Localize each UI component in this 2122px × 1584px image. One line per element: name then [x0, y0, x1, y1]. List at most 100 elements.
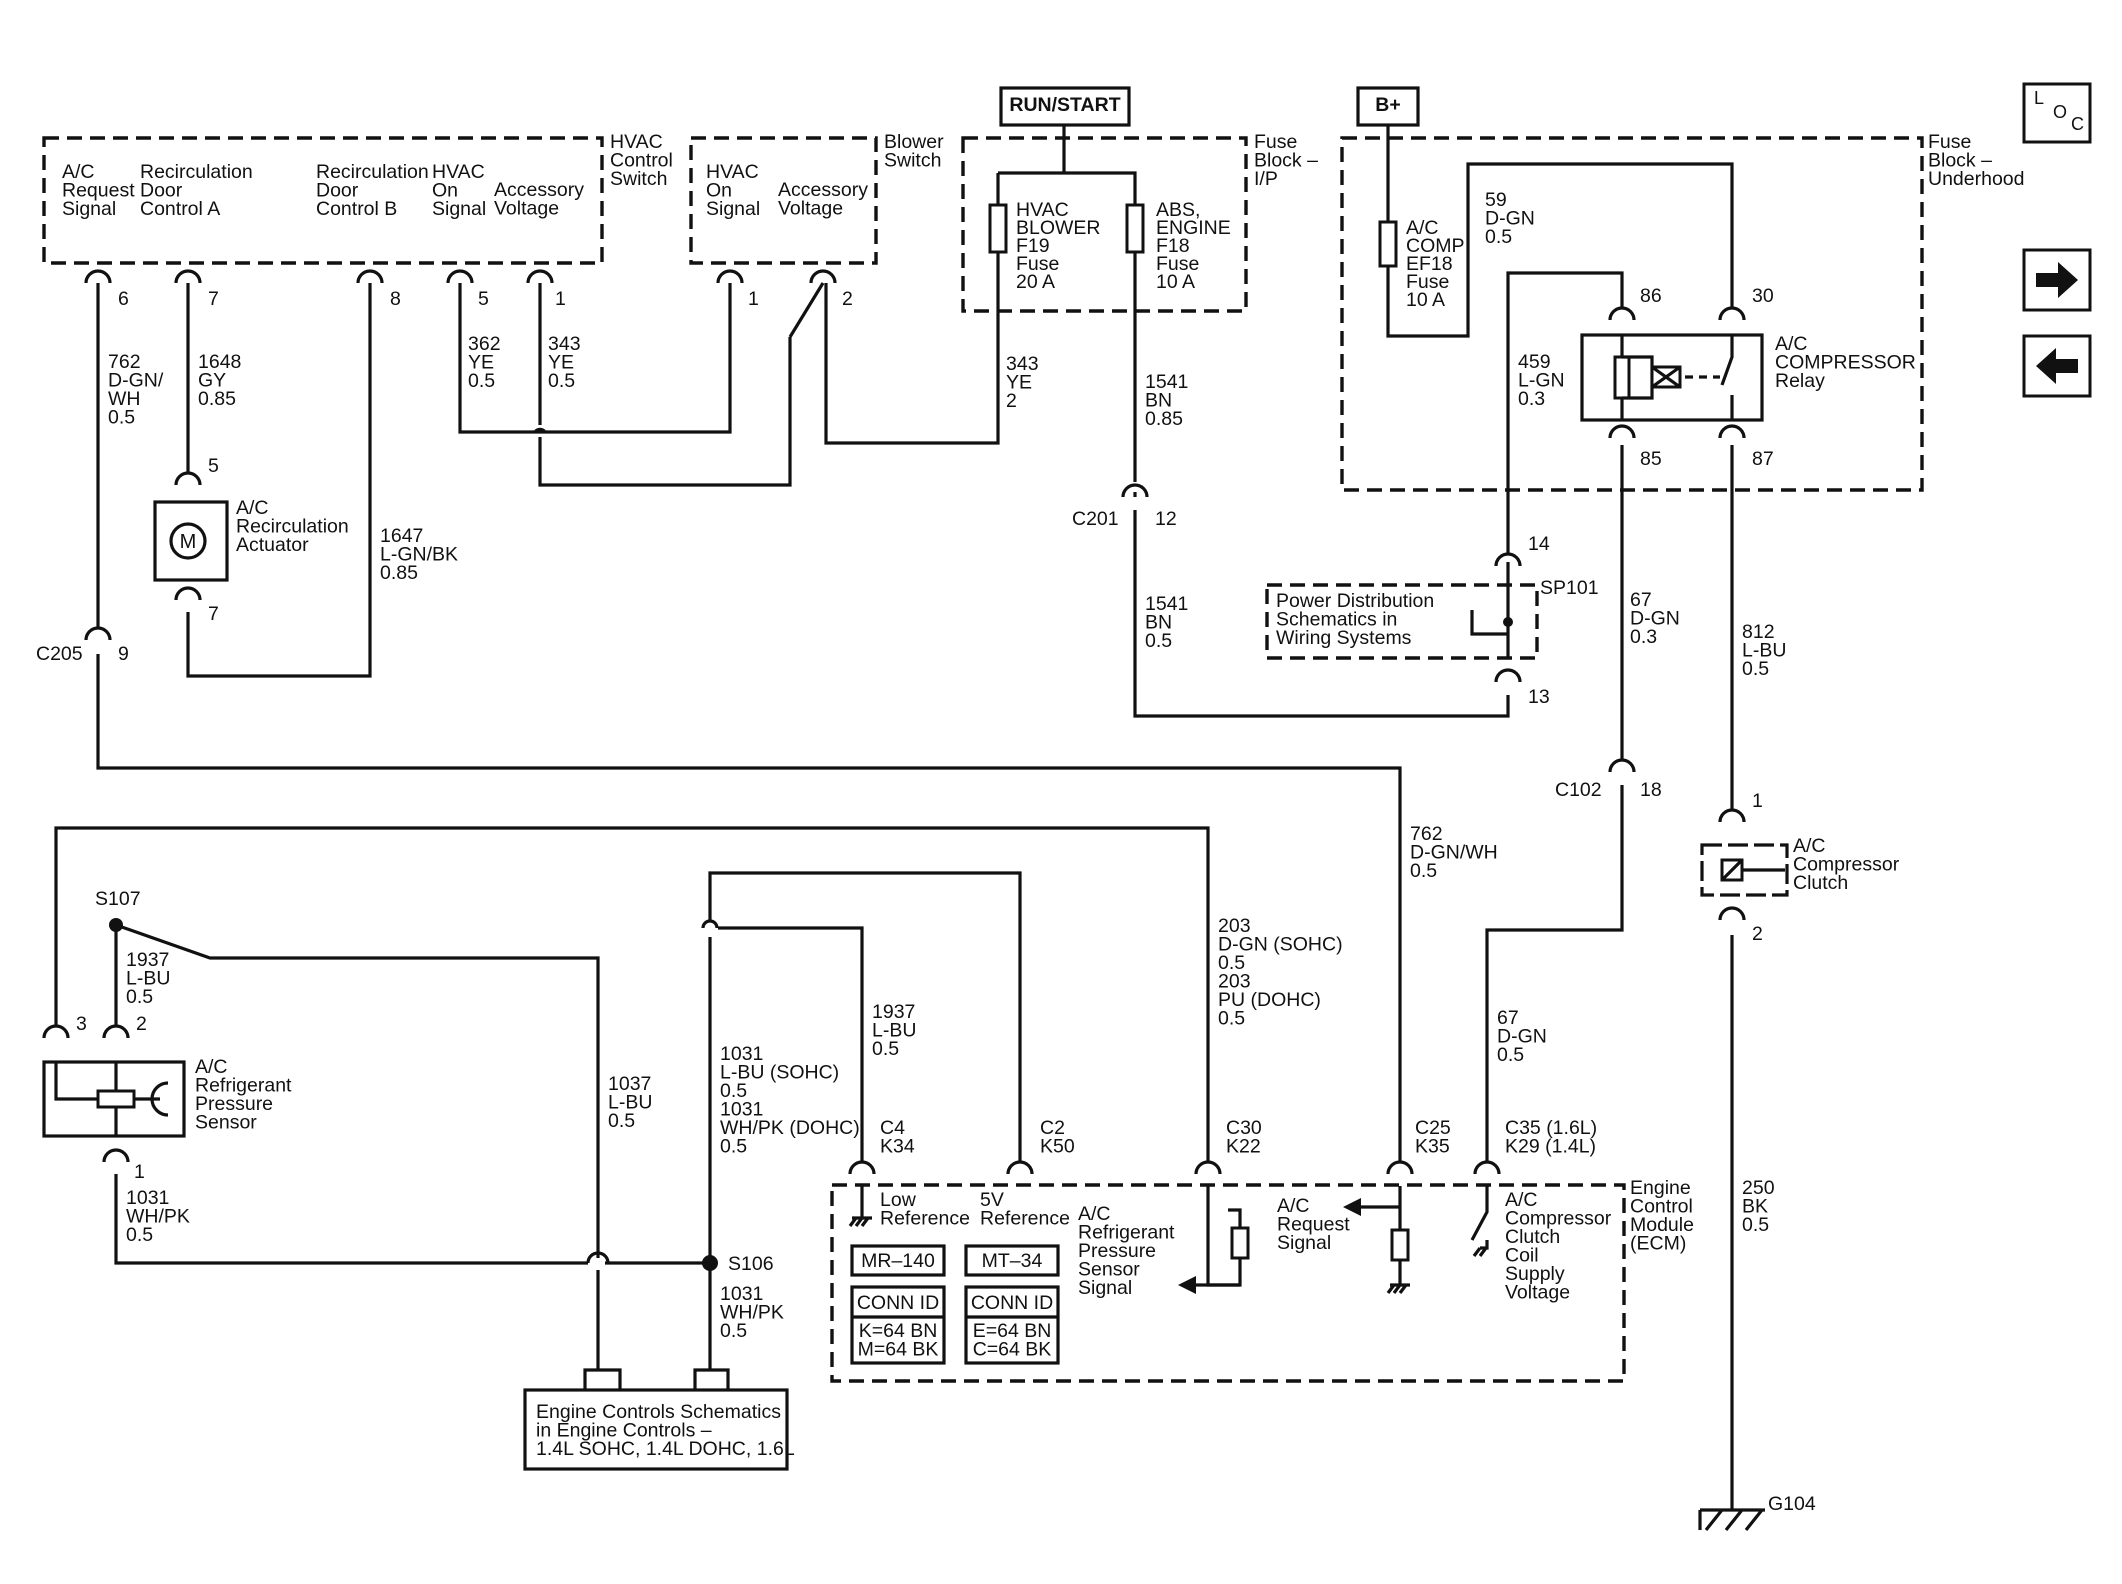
blower-switch-box	[689, 136, 878, 265]
conn-id-right-box	[964, 1285, 1060, 1365]
c35-label: C35 (1.6L)K29 (1.4L)	[1505, 1117, 1597, 1158]
pin-blower-2: 2	[842, 288, 853, 310]
conn-left-part: MR–140	[861, 1250, 935, 1272]
loc-button[interactable]	[2022, 82, 2092, 144]
pin-sensor-1: 1	[134, 1161, 145, 1183]
compressor-relay-symbol	[1580, 333, 1764, 422]
pin-relay-85: 85	[1640, 448, 1662, 470]
run-start-label: RUN/START	[1009, 94, 1120, 116]
pin-act-7: 7	[208, 603, 219, 625]
battery-box	[1356, 86, 1420, 127]
c102-label: C102	[1555, 779, 1602, 801]
hvac-control-switch-box	[42, 136, 604, 265]
previous-page-button[interactable]	[2022, 334, 2092, 398]
pin-relay-87: 87	[1752, 448, 1774, 470]
power-distribution-box	[1265, 583, 1539, 660]
sp101-label: SP101	[1540, 577, 1599, 599]
pin-hvac-8: 8	[390, 288, 401, 310]
pin-clutch-1: 1	[1752, 790, 1763, 812]
hvac-blower-fuse-symbol	[988, 203, 1008, 254]
pin-hvac-5: 5	[478, 288, 489, 310]
arrow-left-icon	[2036, 348, 2078, 384]
sp101-lead	[1470, 610, 1508, 636]
ecm-box	[830, 1183, 1626, 1383]
connector-terminals	[42, 269, 1746, 1175]
pin-c201-12: 12	[1155, 508, 1177, 530]
loc-letter-o: O	[2053, 102, 2067, 122]
s106-label: S106	[728, 1253, 774, 1275]
pin-clutch-2: 2	[1752, 923, 1763, 945]
ecm-internals	[848, 1186, 1489, 1294]
fuse-block-ip-box	[961, 136, 1248, 313]
pin-sp-13: 13	[1528, 686, 1550, 708]
run-start-box	[999, 86, 1131, 127]
fuse-block-underhood-box	[1340, 136, 1924, 492]
pin-c205-9: 9	[118, 643, 129, 665]
pin-relay-86: 86	[1640, 285, 1662, 307]
g104-label: G104	[1768, 1493, 1816, 1515]
next-page-button[interactable]	[2022, 248, 2092, 312]
compressor-clutch-symbol	[1700, 843, 1789, 897]
pin-blower-1: 1	[748, 288, 759, 310]
engine-controls-ref-box	[523, 1368, 789, 1471]
pin-hvac-7: 7	[208, 288, 219, 310]
c201-label: C201	[1072, 508, 1119, 530]
svg-text:M: M	[180, 531, 197, 553]
loc-letter-l: L	[2034, 88, 2044, 108]
conn-right-part: MT–34	[982, 1250, 1043, 1272]
wires	[54, 126, 1734, 1510]
mt34-box	[964, 1244, 1060, 1277]
ac-comp-fuse-symbol	[1378, 220, 1398, 268]
pin-sensor-2: 2	[136, 1013, 147, 1035]
mr140-box	[850, 1244, 946, 1277]
